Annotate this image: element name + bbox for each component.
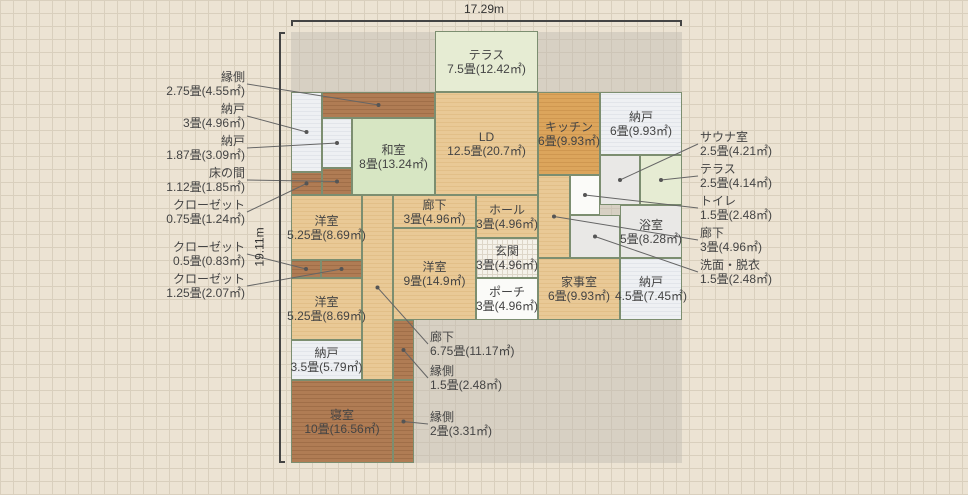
room-entrance[interactable] <box>476 238 538 278</box>
room-kitchen[interactable] <box>538 92 600 175</box>
room-tokonoma[interactable] <box>322 168 352 195</box>
width-dimension-line <box>291 20 682 26</box>
room-closet-west-2[interactable] <box>321 260 362 278</box>
room-closet-west[interactable] <box>291 260 321 278</box>
room-bathroom[interactable] <box>620 205 682 258</box>
room-storage-sw[interactable] <box>291 340 362 380</box>
room-hall[interactable] <box>476 195 538 238</box>
room-toilet[interactable] <box>570 175 600 215</box>
room-corridor-long[interactable] <box>362 195 393 380</box>
room-western-2[interactable] <box>291 278 362 340</box>
room-western-1[interactable] <box>291 195 362 260</box>
room-engawa-mid[interactable] <box>393 320 414 380</box>
room-storage-nw[interactable] <box>291 92 322 172</box>
room-storage-se[interactable] <box>620 258 682 320</box>
room-engawa-south[interactable] <box>393 380 414 463</box>
room-closet-nw[interactable] <box>291 172 322 195</box>
room-engawa-north[interactable] <box>322 92 435 118</box>
room-terrace-east[interactable] <box>640 155 682 205</box>
room-porch[interactable] <box>476 278 538 320</box>
room-western-3[interactable] <box>393 228 476 320</box>
room-storage-ne[interactable] <box>600 92 682 155</box>
room-corridor-mid[interactable] <box>393 195 476 228</box>
room-storage-small[interactable] <box>322 118 352 168</box>
room-hall-east[interactable] <box>538 175 570 258</box>
room-terrace-north[interactable] <box>435 31 538 92</box>
room-washroom[interactable] <box>570 215 620 258</box>
height-dimension-label: 19.11m <box>252 227 267 267</box>
room-washitsu[interactable] <box>352 118 435 195</box>
height-dimension-line <box>279 32 285 463</box>
room-sauna[interactable] <box>600 155 640 205</box>
room-bedroom[interactable] <box>291 380 393 463</box>
width-dimension-label: 17.29m <box>464 2 505 16</box>
room-utility[interactable] <box>538 258 620 320</box>
room-ld[interactable] <box>435 92 538 195</box>
